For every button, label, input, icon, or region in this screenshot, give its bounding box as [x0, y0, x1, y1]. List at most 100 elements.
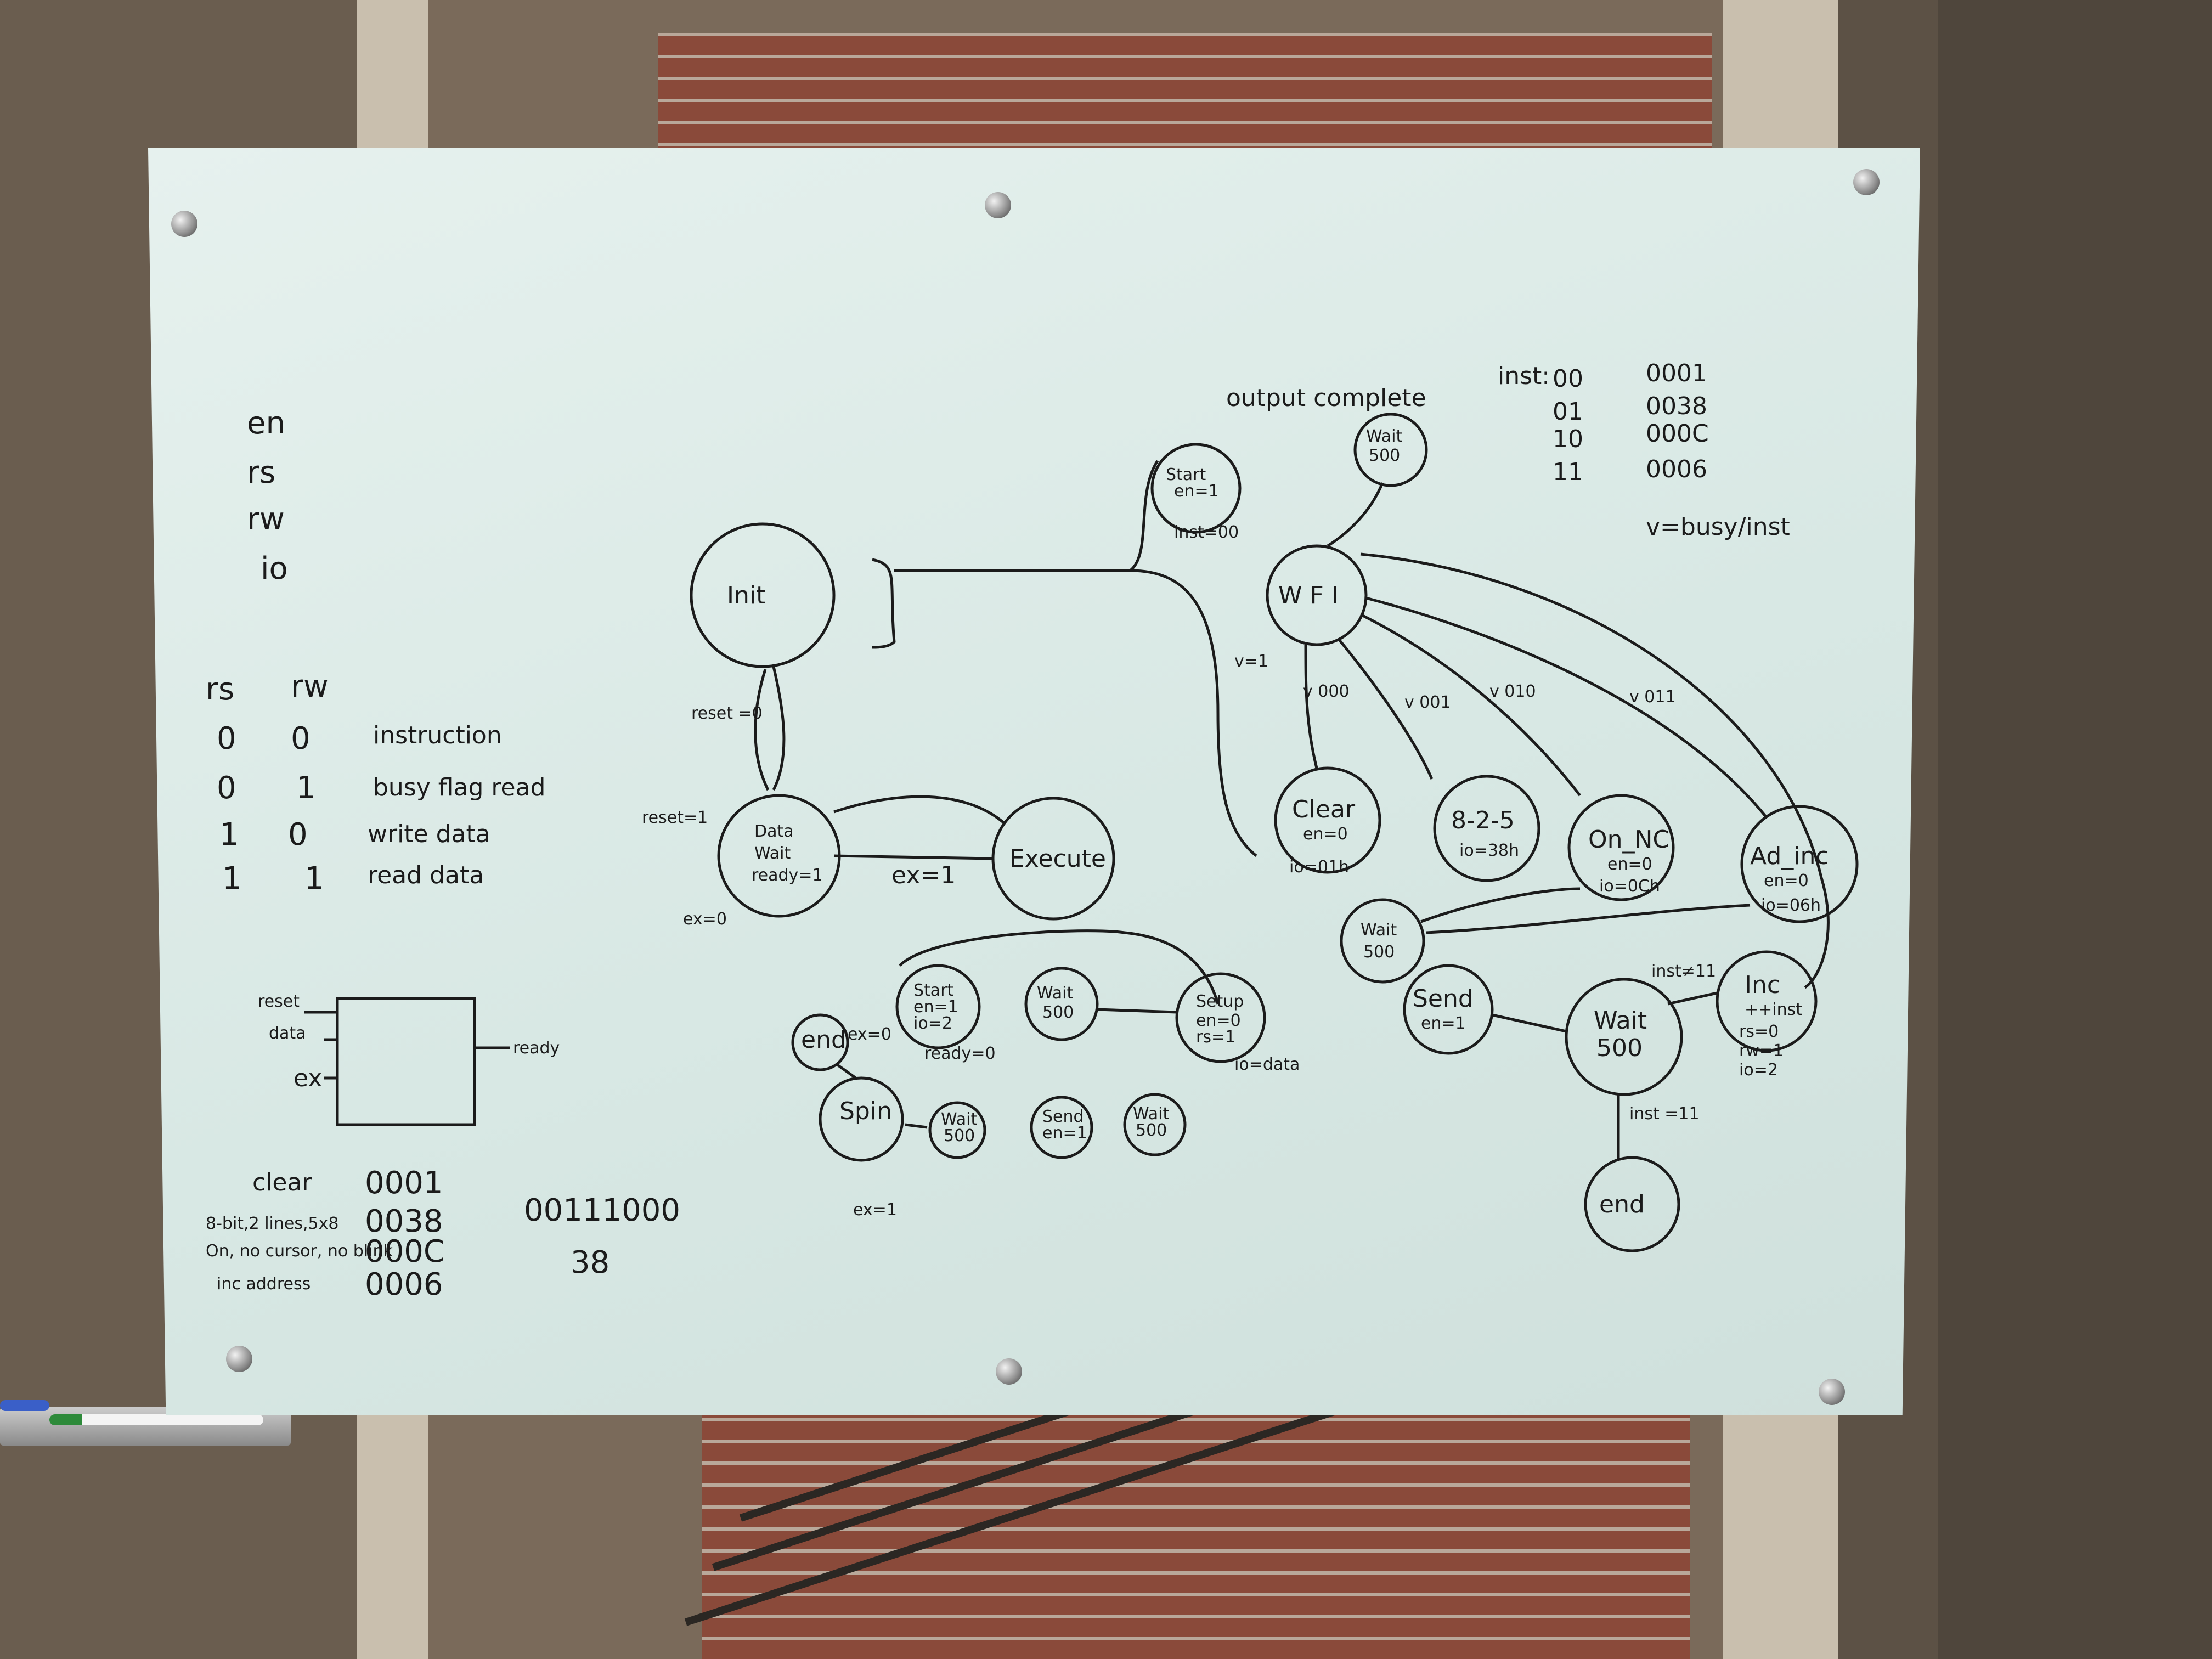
- table-cell: 0: [288, 817, 308, 853]
- state-clear: Clear: [1292, 795, 1356, 823]
- binary-hex: 38: [571, 1245, 610, 1280]
- state-send: en=1: [1042, 1124, 1087, 1143]
- transition-label: ex=1: [853, 1200, 897, 1220]
- command-code: 0006: [365, 1267, 443, 1302]
- signal-label: en: [247, 405, 285, 441]
- inst-key: 11: [1553, 458, 1583, 486]
- state-spin: Spin: [839, 1097, 892, 1125]
- transition-label: reset=1: [642, 808, 708, 827]
- state-wait: Wait: [1361, 921, 1397, 940]
- signal-label: rw: [247, 501, 285, 537]
- table-cell: busy flag read: [373, 774, 545, 802]
- marker-blue[interactable]: [0, 1400, 49, 1411]
- state-send: en=1: [1421, 1014, 1466, 1033]
- state-start: Start: [1166, 465, 1206, 484]
- standoff-screw: [171, 211, 198, 237]
- table-cell: 1: [296, 770, 316, 806]
- inst-value: 0006: [1646, 455, 1707, 483]
- table-header: rw: [291, 669, 329, 704]
- standoff-screw: [996, 1358, 1022, 1385]
- transition-label: ex=1: [891, 861, 956, 889]
- command-list: clear 0001 8-bit,2 lines,5x8 0038 On, no…: [206, 1165, 680, 1302]
- state-wait: 500: [1042, 1003, 1074, 1022]
- state-setup: rs=1: [1196, 1028, 1235, 1047]
- state-inc: ++inst: [1745, 1000, 1802, 1019]
- inst-key: 01: [1553, 398, 1583, 426]
- table-cell: 0: [217, 770, 236, 806]
- state-wait: Wait: [1037, 984, 1073, 1003]
- state-start: en=1: [1174, 482, 1219, 501]
- state-inc: rs=0: [1739, 1022, 1779, 1041]
- state-bit: io=38h: [1459, 841, 1519, 860]
- standoff-screw: [226, 1346, 252, 1372]
- binary-value: 00111000: [524, 1193, 680, 1228]
- state-end: end: [801, 1026, 847, 1054]
- transition-label: v=1: [1234, 652, 1268, 671]
- branch-label: v 011: [1629, 687, 1676, 707]
- branch-label: v 001: [1404, 693, 1451, 712]
- command-name: inc address: [217, 1274, 311, 1294]
- state-start: en=1: [913, 997, 958, 1017]
- state-wait: 500: [1136, 1121, 1167, 1140]
- command-code: 0001: [365, 1165, 443, 1201]
- state-adinc: en=0: [1764, 871, 1809, 890]
- state-send: Send: [1413, 985, 1474, 1013]
- wall-right: [1938, 0, 2212, 1659]
- state-wait: Wait: [1133, 1104, 1169, 1124]
- state-onnc: On_NC: [1588, 826, 1669, 854]
- state-clear: en=0: [1303, 825, 1348, 844]
- signal-list: en rs rw io: [247, 405, 288, 586]
- table-header: rs: [206, 672, 234, 707]
- block-output-label: ready: [513, 1039, 560, 1058]
- state-send: Send: [1042, 1107, 1084, 1126]
- command-code: 000C: [365, 1234, 445, 1269]
- table-cell: instruction: [373, 721, 502, 749]
- inst-label: inst:: [1498, 362, 1550, 390]
- state-wait: 500: [944, 1126, 975, 1146]
- transition-label: inst =11: [1629, 1104, 1700, 1124]
- state-wait: Wait: [1594, 1007, 1647, 1035]
- state-output: ready=0: [924, 1044, 996, 1063]
- block-input-label: ex: [294, 1064, 322, 1092]
- inst-key: 00: [1553, 365, 1583, 393]
- state-wait: 500: [1369, 446, 1400, 465]
- inst-value: 0001: [1646, 359, 1707, 387]
- transition-label: ex=0: [848, 1025, 891, 1044]
- transition-label: inst≠11: [1651, 962, 1716, 981]
- state-data-wait: Data: [754, 822, 794, 841]
- signal-label: rs: [247, 455, 275, 490]
- rs-rw-table: rs rw 0 0 instruction 0 1 busy flag read…: [206, 669, 545, 896]
- state-init: Init: [727, 582, 765, 610]
- command-name: 8-bit,2 lines,5x8: [206, 1214, 338, 1233]
- busy-note: v=busy/inst: [1646, 513, 1790, 541]
- block-input-label: data: [269, 1024, 306, 1043]
- table-cell: read data: [368, 861, 484, 889]
- block-diagram: reset data ex ready: [258, 992, 560, 1126]
- sub-fsm: Start en=1 io=2 ready=0 Wait 500 Setup e…: [791, 929, 1300, 1220]
- state-start: io=2: [913, 1014, 952, 1033]
- branch-label: v 010: [1489, 682, 1536, 701]
- note-output-complete: output complete: [1226, 384, 1426, 412]
- standoff-screw: [1853, 169, 1880, 195]
- state-adinc: Ad_inc: [1750, 842, 1829, 870]
- state-inc: rw=1: [1739, 1041, 1784, 1060]
- marker-green[interactable]: [49, 1414, 263, 1425]
- state-data-wait: ready=1: [752, 866, 823, 885]
- state-inc: io=2: [1739, 1060, 1778, 1080]
- block-input-label: reset: [258, 992, 300, 1011]
- state-data-wait: Wait: [754, 844, 791, 863]
- state-wait: Wait: [941, 1110, 977, 1129]
- table-cell: 0: [217, 721, 236, 757]
- whiteboard: [148, 148, 1920, 1415]
- standoff-screw: [1819, 1379, 1845, 1405]
- state-start: inst=00: [1174, 523, 1239, 542]
- transition-label: ex=0: [683, 910, 727, 929]
- state-end: end: [1599, 1190, 1645, 1218]
- table-cell: write data: [368, 820, 490, 848]
- branch-label: v 000: [1303, 682, 1350, 701]
- state-inc: Inc: [1745, 971, 1780, 999]
- state-adinc: io=06h: [1761, 896, 1821, 915]
- inst-key: 10: [1553, 425, 1583, 453]
- state-wfi: W F I: [1278, 582, 1339, 610]
